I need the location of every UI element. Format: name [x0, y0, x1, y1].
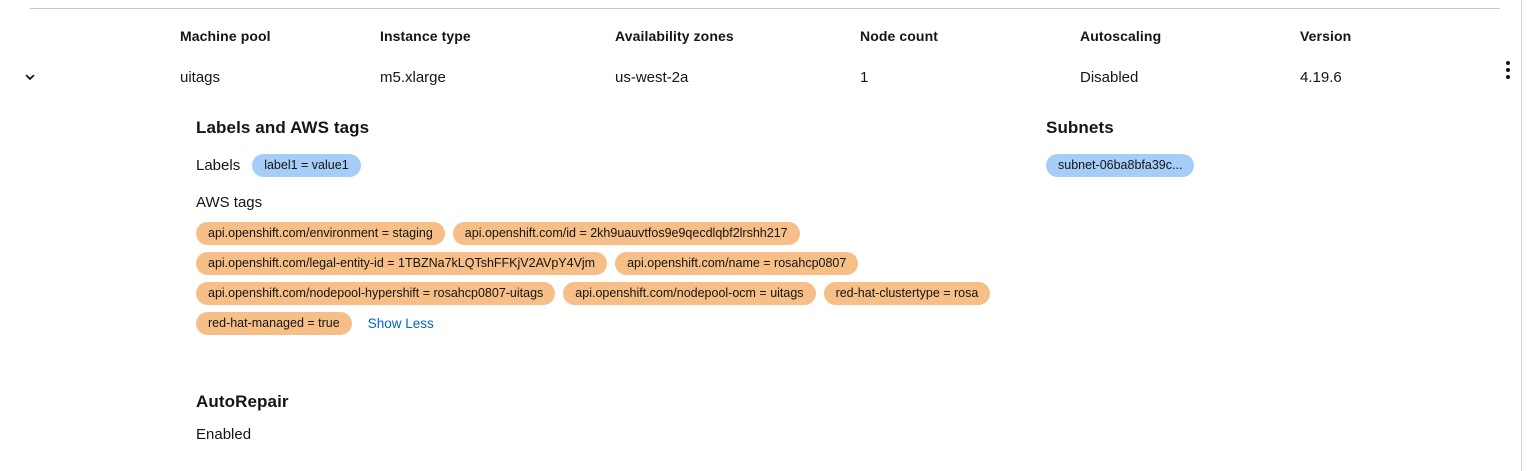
show-less-link[interactable]: Show Less: [367, 316, 434, 331]
header-actions-spacer: [1495, 20, 1521, 52]
subnet-chip[interactable]: subnet-06ba8bfa39c...: [1046, 154, 1195, 177]
row-expand-cell: [0, 52, 180, 104]
labels-field-label: Labels: [196, 157, 241, 174]
column-header-version: Version: [1300, 28, 1352, 44]
aws-tag-chip[interactable]: api.openshift.com/id = 2kh9uauvtfos9e9qe…: [452, 222, 800, 245]
table-row: uitags m5.xlarge us-west-2a 1 Disabled 4…: [0, 52, 1521, 104]
labels-field-row: Labels label1 = value1: [196, 154, 1026, 177]
table-header-row: Machine pool Instance type Availability …: [0, 20, 1521, 52]
autorepair-section-title: AutoRepair: [196, 392, 289, 411]
aws-tag-chip-row: api.openshift.com/nodepool-hypershift = …: [196, 282, 1026, 305]
cell-availability-zones: us-west-2a: [615, 69, 689, 86]
cell-machine-pool: uitags: [180, 69, 221, 86]
top-divider: [30, 8, 1500, 9]
cell-autoscaling: Disabled: [1080, 69, 1139, 86]
aws-tag-chip[interactable]: red-hat-managed = true: [196, 312, 352, 335]
autorepair-section: AutoRepair Enabled: [196, 392, 289, 443]
cell-version: 4.19.6: [1300, 69, 1342, 86]
column-header-instance-type: Instance type: [380, 28, 471, 44]
subnets-section: Subnets subnet-06ba8bfa39c...: [1046, 118, 1466, 177]
cell-instance-type: m5.xlarge: [380, 69, 446, 86]
page-right-edge: [1521, 0, 1522, 471]
column-header-autoscaling: Autoscaling: [1080, 28, 1162, 44]
column-header-machine-pool: Machine pool: [180, 28, 271, 44]
machine-pools-table: Machine pool Instance type Availability …: [0, 20, 1521, 104]
aws-tags-field-label: AWS tags: [196, 194, 263, 211]
aws-tag-chip[interactable]: api.openshift.com/nodepool-ocm = uitags: [563, 282, 816, 305]
aws-tag-chip-row: api.openshift.com/environment = staging …: [196, 222, 1026, 245]
aws-tag-chip[interactable]: red-hat-clustertype = rosa: [823, 282, 991, 305]
kebab-menu-icon[interactable]: [1495, 52, 1521, 88]
aws-tag-chip-row: api.openshift.com/legal-entity-id = 1TBZ…: [196, 252, 1026, 275]
cell-node-count: 1: [860, 69, 869, 86]
aws-tag-chip[interactable]: api.openshift.com/environment = staging: [196, 222, 445, 245]
aws-tag-chip-row: red-hat-managed = true Show Less: [196, 312, 1026, 335]
column-header-availability-zones: Availability zones: [615, 28, 734, 44]
cell-actions: [1495, 52, 1521, 104]
aws-tag-chip[interactable]: api.openshift.com/nodepool-hypershift = …: [196, 282, 556, 305]
label-chip[interactable]: label1 = value1: [252, 154, 361, 177]
chevron-down-icon[interactable]: [19, 67, 41, 89]
aws-tag-chip-list: api.openshift.com/environment = staging …: [196, 222, 1026, 335]
header-expand-spacer: [0, 20, 180, 52]
autorepair-value: Enabled: [196, 426, 252, 443]
labels-section-title: Labels and AWS tags: [196, 118, 370, 137]
column-header-node-count: Node count: [860, 28, 938, 44]
labels-and-aws-tags-section: Labels and AWS tags Labels label1 = valu…: [196, 118, 1026, 335]
aws-tag-chip[interactable]: api.openshift.com/name = rosahcp0807: [615, 252, 859, 275]
aws-tag-chip[interactable]: api.openshift.com/legal-entity-id = 1TBZ…: [196, 252, 608, 275]
subnets-section-title: Subnets: [1046, 118, 1114, 137]
